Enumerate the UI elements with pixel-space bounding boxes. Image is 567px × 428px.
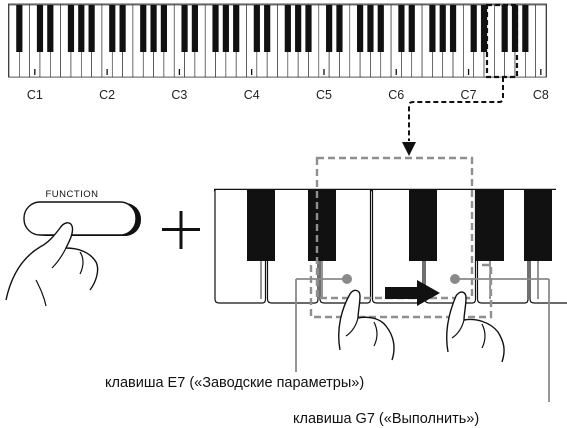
octave-label: C2 <box>99 88 115 102</box>
e7-key-caption: клавиша E7 («Заводские параметры») <box>105 375 364 391</box>
zoom-white-key <box>266 190 319 304</box>
black-key <box>408 5 415 52</box>
zoom-arrowhead <box>402 142 416 156</box>
octave-label: C6 <box>388 88 404 102</box>
black-key <box>305 5 312 52</box>
black-key <box>253 5 260 52</box>
black-key <box>367 5 374 52</box>
g7-key-marker <box>450 274 460 284</box>
black-key <box>480 5 488 52</box>
black-key <box>160 5 168 52</box>
black-key <box>150 5 157 52</box>
black-key <box>233 5 240 52</box>
callout-g7 <box>450 274 550 402</box>
black-key <box>67 5 75 52</box>
black-key <box>222 5 229 52</box>
black-key <box>36 5 44 52</box>
black-key <box>78 5 85 52</box>
hand-icon-g7 <box>446 291 505 363</box>
black-key <box>191 5 198 52</box>
black-key <box>212 5 219 52</box>
zoom-black-key <box>524 190 552 261</box>
key-selection-frame <box>315 156 474 300</box>
black-key <box>284 5 291 52</box>
black-key <box>326 5 333 52</box>
black-key <box>181 5 188 52</box>
black-key <box>88 5 95 52</box>
black-key <box>511 5 519 52</box>
black-key <box>47 5 54 52</box>
black-key <box>140 5 147 52</box>
black-key <box>429 5 436 52</box>
callout-e7 <box>295 274 352 372</box>
zoom-connector-line <box>408 77 504 141</box>
octave-label: C7 <box>461 88 477 102</box>
key-selection-frame-lower <box>309 263 493 319</box>
zoom-black-key <box>476 190 504 261</box>
zoom-black-key <box>409 190 437 261</box>
black-key <box>470 5 477 52</box>
e7-key-marker <box>342 274 352 284</box>
white-key <box>535 4 547 78</box>
black-key <box>295 5 302 52</box>
octave-label: C5 <box>316 88 332 102</box>
black-key <box>377 5 384 52</box>
black-key <box>16 5 23 52</box>
black-key <box>109 5 116 52</box>
octave-label: C3 <box>171 88 187 102</box>
black-key <box>336 5 343 52</box>
octave-label: C4 <box>244 88 260 102</box>
right-arrow-icon <box>385 280 440 306</box>
function-button-group: FUNCTION <box>5 189 141 307</box>
zoom-black-key <box>247 190 275 261</box>
plus-icon <box>162 211 200 249</box>
black-key <box>522 5 529 52</box>
function-button <box>23 201 137 236</box>
hand-icon-e7 <box>338 289 395 361</box>
black-key <box>439 5 446 52</box>
hand-icon-function <box>5 222 99 307</box>
black-key <box>501 5 508 52</box>
full-keyboard-overview: C1 C2 C3 C4 C5 C6 C7 C8 <box>8 3 549 102</box>
octave-label: C1 <box>27 88 43 102</box>
black-key <box>357 5 364 52</box>
black-key <box>398 5 405 52</box>
function-button-label: FUNCTION <box>45 189 98 200</box>
g7-key-caption: клавиша G7 («Выполнить») <box>293 411 479 427</box>
black-key <box>449 5 457 52</box>
black-key <box>119 5 126 52</box>
zoom-black-key <box>308 190 336 261</box>
octave-label: C8 <box>533 88 549 102</box>
black-key <box>264 5 271 52</box>
